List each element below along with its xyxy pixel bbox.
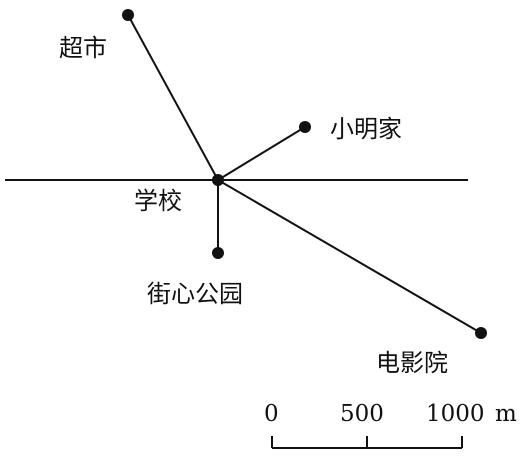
cinema-label: 电影院 — [376, 349, 448, 377]
supermarket-dot — [122, 9, 134, 21]
cinema-dot — [475, 327, 487, 339]
scale-tick-label-0: 0 — [264, 401, 279, 427]
xiaoming-home-dot — [299, 121, 311, 133]
route-to-supermarket — [127, 14, 219, 181]
route-to-cinema — [217, 179, 482, 334]
scale-tick-label-500: 500 — [340, 401, 384, 427]
scale-unit-label: m — [495, 401, 517, 427]
park-label: 街心公园 — [147, 280, 243, 308]
xiaoming-home-label: 小明家 — [330, 115, 402, 143]
route-to-xiaoming-home — [217, 126, 306, 181]
school-label: 学校 — [134, 187, 182, 215]
school-dot — [212, 174, 224, 186]
supermarket-label: 超市 — [59, 34, 107, 62]
park-dot — [212, 247, 224, 259]
scale-tick-label-1000: 1000 — [426, 401, 485, 427]
scale-bar: 0 500 1000 m — [264, 401, 517, 449]
